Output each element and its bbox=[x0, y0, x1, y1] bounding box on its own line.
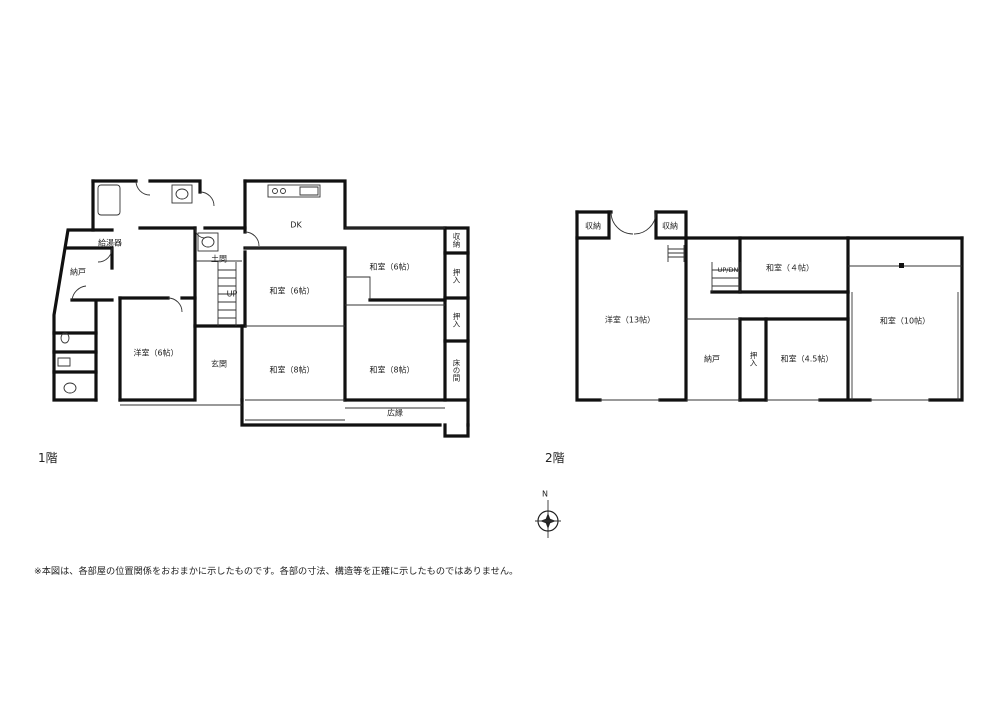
pillar-mark bbox=[899, 263, 904, 268]
floor-label-2f: 2階 bbox=[545, 451, 565, 465]
kitchen-counter-icon bbox=[267, 184, 321, 198]
room-label-yoshitsu-13: 洋室（13帖） bbox=[605, 315, 655, 325]
toilet-icon bbox=[60, 332, 70, 344]
room-label-oshiire-1f-a: 押入 bbox=[452, 267, 461, 284]
disclaimer-note: ※本図は、各部屋の位置関係をおおまかに示したものです。各部の寸法、構造等を正確に… bbox=[34, 566, 519, 577]
room-label-doma: 土間 bbox=[211, 254, 227, 264]
toilet-icon bbox=[63, 382, 77, 394]
room-label-genkan: 玄関 bbox=[211, 359, 227, 369]
room-label-washitsu-6b: 和室（6帖） bbox=[369, 262, 414, 272]
stair-label-up: UP bbox=[227, 290, 238, 299]
room-label-oshiire-2f: 押入 bbox=[749, 350, 758, 367]
room-label-yoshitsu-6: 洋室（6帖） bbox=[133, 348, 178, 358]
room-label-nando-1f: 納戸 bbox=[70, 267, 86, 277]
room-label-hiroen: 広縁 bbox=[387, 408, 403, 418]
second-floor-plan: 収納 収納 洋室（13帖） UP/DN 和室（４帖） 和室（10帖） 納戸 押入… bbox=[575, 210, 964, 402]
washbasin-icon bbox=[171, 184, 193, 204]
stairs-2f bbox=[667, 245, 741, 292]
stair-label-updn: UP/DN bbox=[718, 266, 739, 274]
room-label-washitsu-8b: 和室（8帖） bbox=[369, 365, 414, 375]
first-floor-plan: 給湯器 納戸 洋室（6帖） 玄関 土間 UP DK 和室（6帖） 和室（6帖） … bbox=[52, 179, 470, 438]
compass-icon: N bbox=[535, 490, 561, 538]
compass-north-label: N bbox=[542, 490, 548, 499]
room-label-dk: DK bbox=[290, 221, 302, 230]
urinal-icon bbox=[57, 357, 71, 367]
room-label-nando-2f: 納戸 bbox=[704, 354, 720, 364]
room-label-shuno-1f: 収納 bbox=[452, 232, 461, 249]
room-label-washitsu-45: 和室（4.5帖） bbox=[781, 354, 834, 364]
floor-label-1f: 1階 bbox=[38, 451, 58, 465]
room-label-kyutouki: 給湯器 bbox=[98, 238, 122, 248]
room-label-shuno-2f-a: 収納 bbox=[585, 221, 601, 231]
room-label-shuno-2f-b: 収納 bbox=[662, 221, 678, 231]
room-label-oshiire-1f-b: 押入 bbox=[452, 311, 461, 328]
room-label-washitsu-10: 和室（10帖） bbox=[880, 316, 930, 326]
room-label-washitsu-8a: 和室（8帖） bbox=[269, 365, 314, 375]
stairs-1f bbox=[217, 262, 237, 326]
room-label-tokonoma: 床の間 bbox=[452, 357, 461, 382]
bathtub-icon bbox=[97, 184, 121, 216]
room-label-washitsu-4: 和室（４帖） bbox=[766, 263, 814, 273]
sink-icon bbox=[197, 232, 219, 252]
room-label-washitsu-6a: 和室（6帖） bbox=[269, 286, 314, 296]
